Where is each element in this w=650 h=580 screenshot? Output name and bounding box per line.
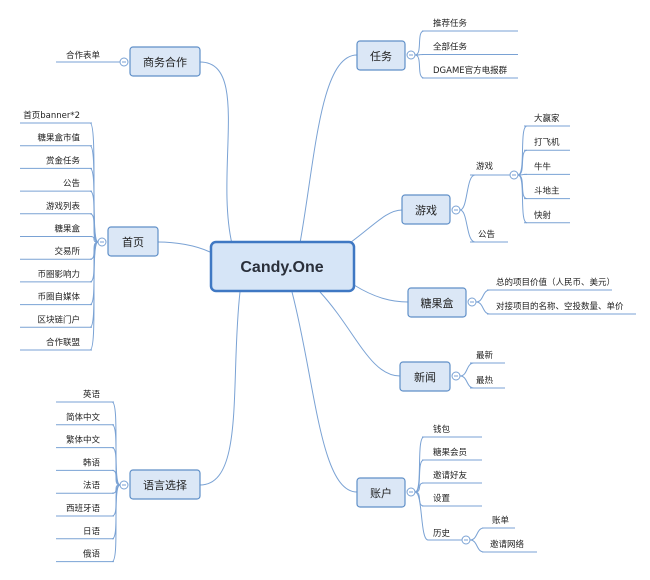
leaf-history-invite-network[interactable]: 邀请网络 <box>490 539 525 550</box>
topic-games[interactable]: 游戏 <box>401 194 451 225</box>
account-leaf-item[interactable]: 设置 <box>433 493 451 504</box>
edge-language <box>199 291 241 486</box>
topic-home-label: 首页 <box>122 235 144 249</box>
leaf-history-bill[interactable]: 账单 <box>492 515 510 526</box>
topic-news[interactable]: 新闻 <box>399 361 451 392</box>
topic-games-label: 游戏 <box>415 204 437 217</box>
leaf-games-notice[interactable]: 公告 <box>478 229 495 240</box>
topic-account-label: 账户 <box>370 486 392 500</box>
home-leaf-item[interactable]: 合作联盟 <box>46 337 81 348</box>
home-leaf-item[interactable]: 区块链门户 <box>37 314 80 325</box>
topic-account[interactable]: 账户 <box>356 477 406 508</box>
account-leaf-connector <box>414 436 425 493</box>
games-sub-leaf-item[interactable]: 牛牛 <box>534 161 552 172</box>
edge-home <box>157 241 211 253</box>
edge-account <box>291 291 358 493</box>
topic-business[interactable]: 商务合作 <box>129 46 201 77</box>
home-leaf-item[interactable]: 首页banner*2 <box>23 110 80 121</box>
games-sub-leaf-connector <box>517 174 528 224</box>
language-leaf-item[interactable]: 西班牙语 <box>66 503 101 514</box>
topic-candybox-label: 糖果盒 <box>421 296 454 310</box>
leaf-news-hot[interactable]: 最热 <box>476 375 494 386</box>
topic-business-label: 商务合作 <box>143 55 187 69</box>
topic-language[interactable]: 语言选择 <box>129 469 201 500</box>
language-leaf-item[interactable]: 日语 <box>83 526 101 537</box>
tasks-leaf-item[interactable]: 全部任务 <box>433 42 468 53</box>
edge-business <box>199 61 233 245</box>
games-sub-leaf-item[interactable]: 斗地主 <box>534 186 560 197</box>
home-leaf-item[interactable]: 赏金任务 <box>46 155 81 166</box>
home-leaf-item[interactable]: 糖果盒 <box>54 224 80 235</box>
account-leaf-item[interactable]: 钱包 <box>433 424 451 435</box>
topic-language-label: 语言选择 <box>143 478 187 492</box>
games-sub-leaf-item[interactable]: 大赢家 <box>534 113 560 124</box>
tasks-leaf-connector <box>414 54 425 79</box>
language-leaf-connector <box>111 484 121 563</box>
home-leaf-item[interactable]: 糖果盒市值 <box>37 133 80 144</box>
home-leaf-connector <box>89 190 99 243</box>
leaf-business-form[interactable]: 合作表单 <box>66 50 101 61</box>
topic-candybox[interactable]: 糖果盒 <box>407 287 467 318</box>
games-sub-leaf-item[interactable]: 快射 <box>534 210 552 221</box>
account-leaf-connector <box>414 459 425 493</box>
topic-tasks-label: 任务 <box>370 50 392 63</box>
language-leaf-item[interactable]: 繁体中文 <box>66 435 101 446</box>
account-history-connector <box>414 491 429 541</box>
tasks-leaf-connector <box>414 30 425 56</box>
home-leaf-item[interactable]: 公告 <box>63 178 80 189</box>
topic-tasks[interactable]: 任务 <box>356 40 406 71</box>
language-leaf-item[interactable]: 韩语 <box>83 457 101 468</box>
home-leaf-connector <box>89 213 99 243</box>
edge-candybox <box>353 284 409 303</box>
home-leaf-item[interactable]: 币圈影响力 <box>37 269 80 280</box>
edge-news <box>319 291 401 377</box>
language-leaf-item[interactable]: 简体中文 <box>66 412 101 423</box>
games-sub-leaf-item[interactable]: 打飞机 <box>534 137 560 148</box>
leaf-games-sub[interactable]: 游戏 <box>476 161 494 172</box>
home-leaf-item[interactable]: 币圈自媒体 <box>37 292 80 303</box>
home-leaf-item[interactable]: 游戏列表 <box>46 201 81 212</box>
language-leaf-item[interactable]: 英语 <box>83 389 101 400</box>
center-node[interactable]: Candy.One <box>209 240 356 293</box>
leaf-news-latest[interactable]: 最新 <box>476 350 494 361</box>
edge-tasks <box>299 54 358 244</box>
leaf-candybox-projects[interactable]: 对接项目的名称、空投数量、单价 <box>496 301 624 312</box>
topic-home[interactable]: 首页 <box>107 226 159 257</box>
home-leaf-item[interactable]: 交易所 <box>54 246 80 257</box>
leaf-candybox-total[interactable]: 总的项目价值（人民币、美元） <box>496 277 615 288</box>
account-leaf-item[interactable]: 糖果会员 <box>433 447 467 458</box>
games-sub-leaf-connector <box>517 125 528 176</box>
tasks-leaf-item[interactable]: 推荐任务 <box>433 18 468 29</box>
language-leaf-connector <box>111 447 121 486</box>
topic-news-label: 新闻 <box>414 370 436 384</box>
tasks-leaf-item[interactable]: DGAME官方电报群 <box>433 65 508 76</box>
leaf-account-history[interactable]: 历史 <box>433 528 451 539</box>
language-leaf-item[interactable]: 俄语 <box>83 549 101 560</box>
home-leaf-connector <box>89 241 99 351</box>
games-sub-leaf-connector <box>517 149 528 176</box>
center-label: Candy.One <box>240 259 323 276</box>
account-leaf-item[interactable]: 邀请好友 <box>433 470 468 481</box>
home-leaf-group: 首页banner*2 糖果盒市值赏金任务公告游戏列表糖果盒交易所币圈影响力币圈自媒… <box>20 110 99 351</box>
language-leaf-item[interactable]: 法语 <box>83 480 101 491</box>
